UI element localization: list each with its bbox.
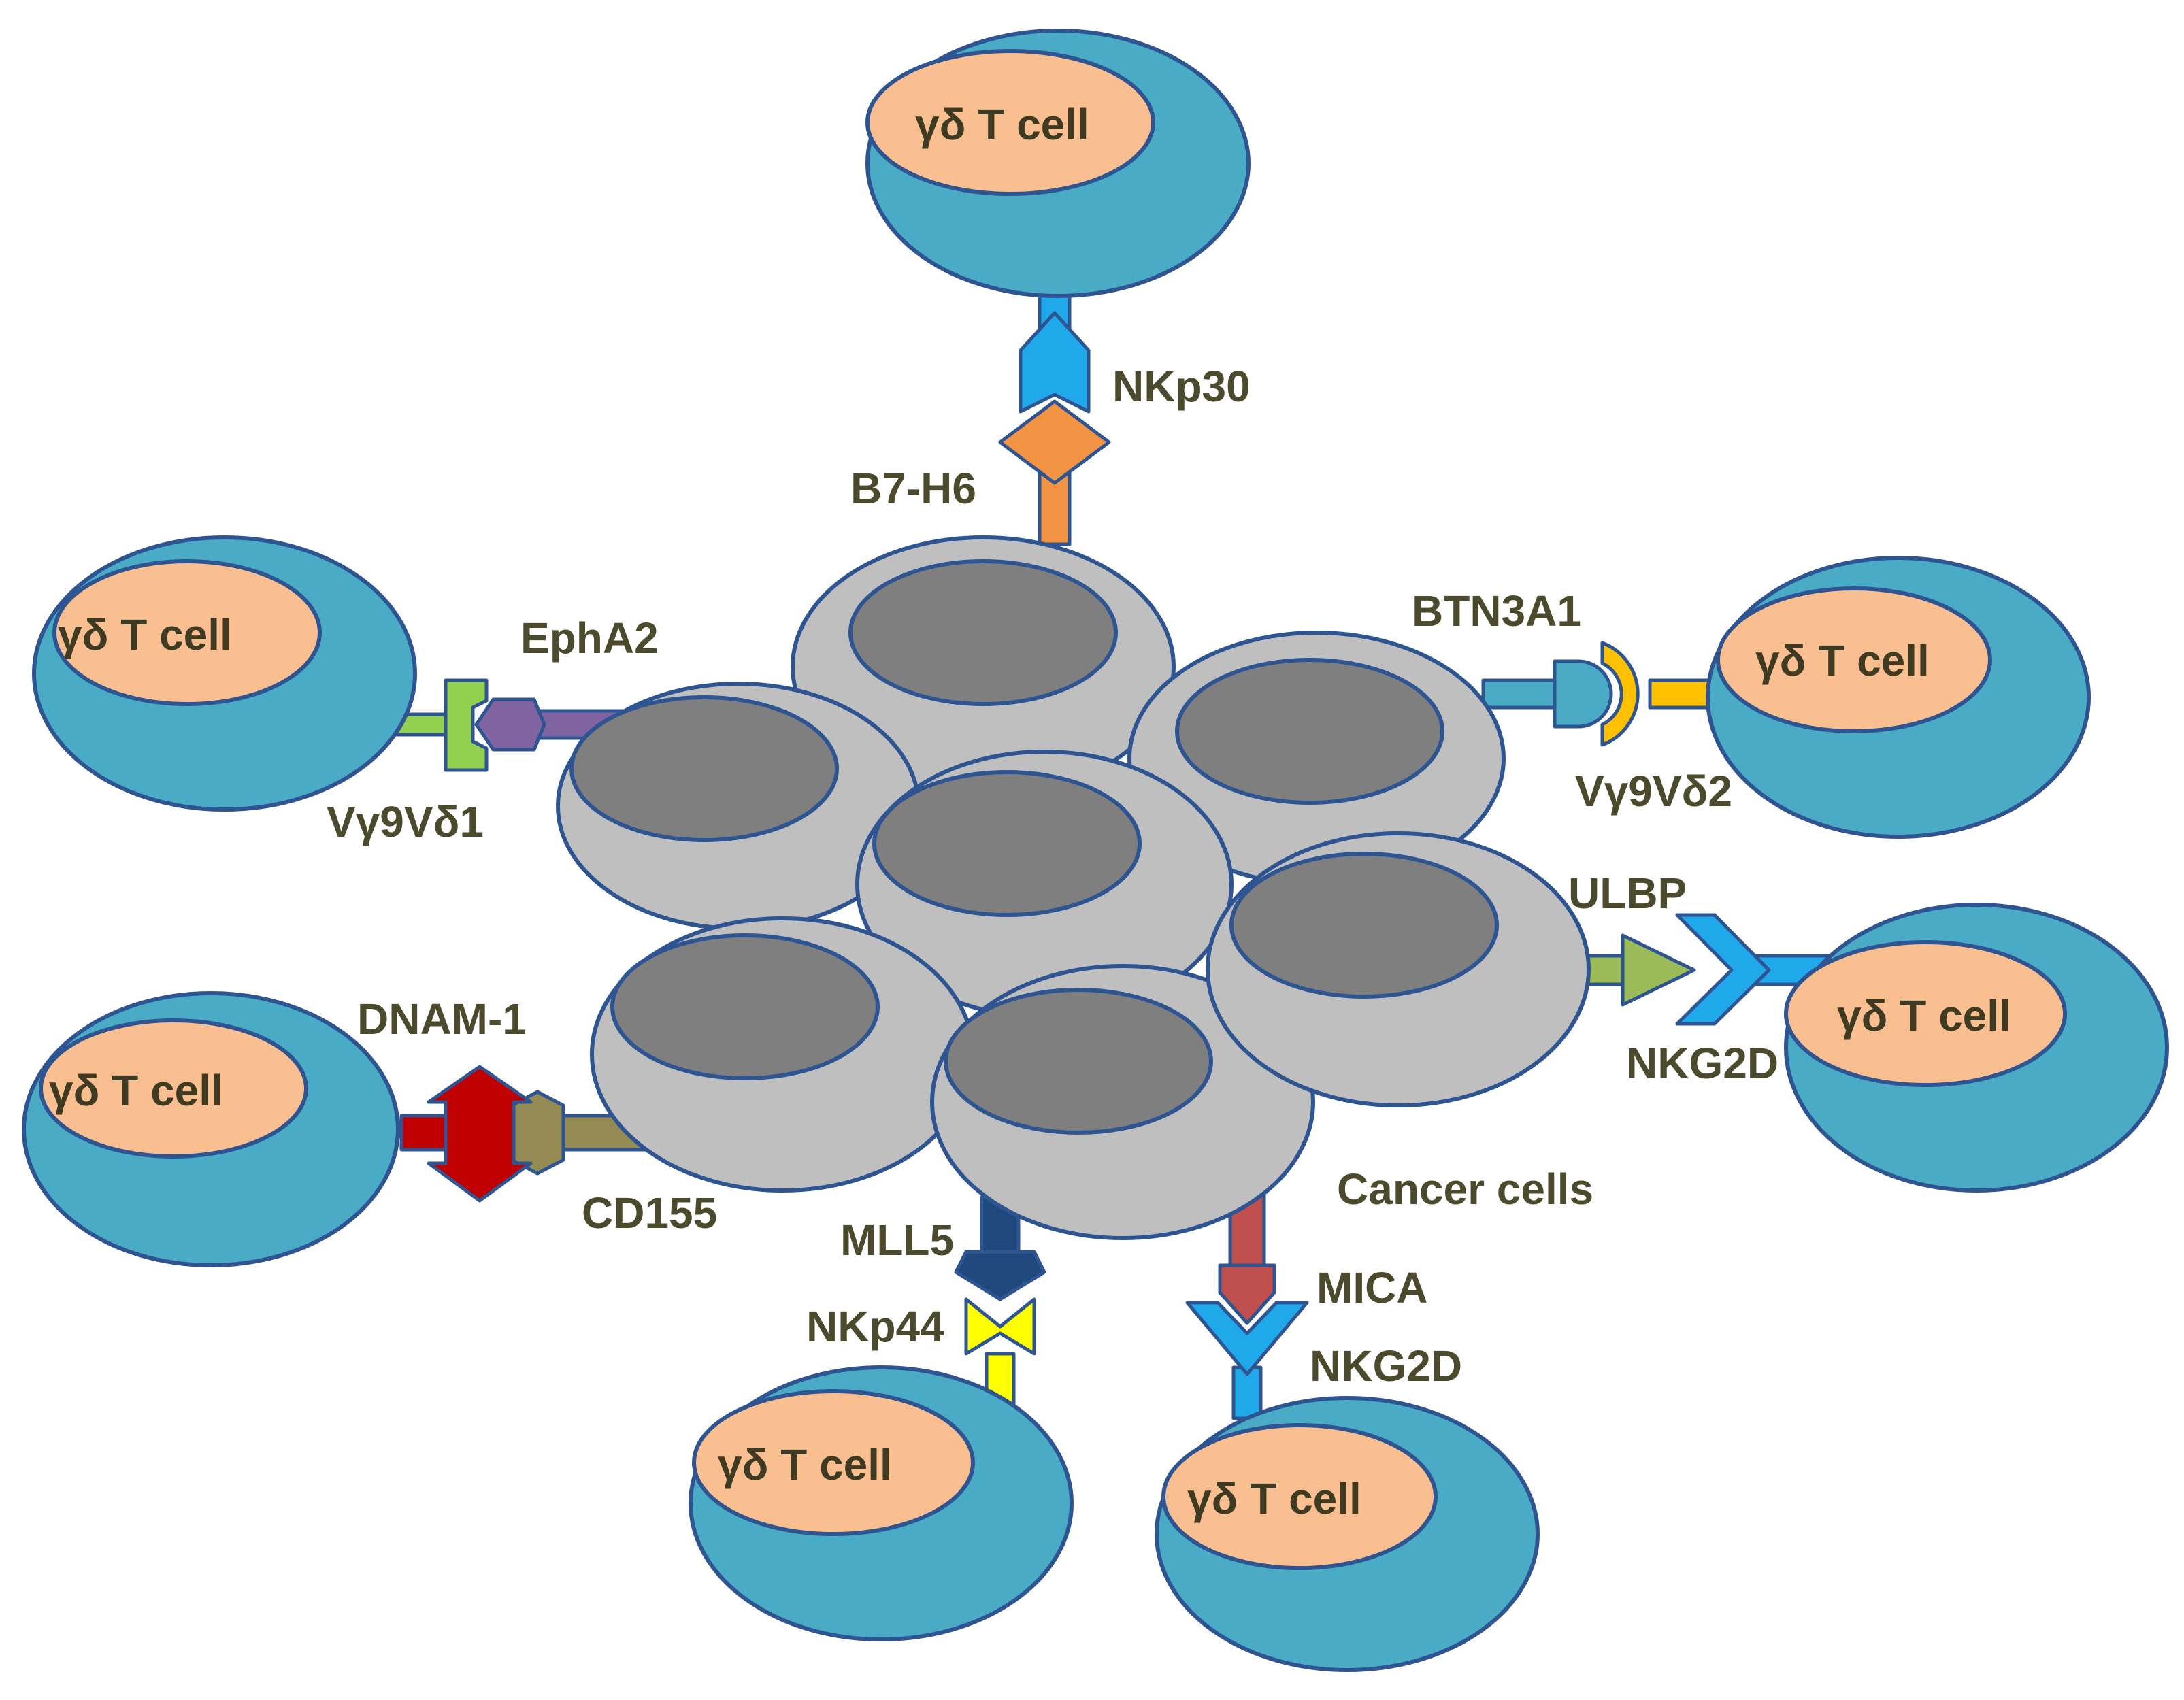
tcell-left: γδ T cell [32,535,417,812]
interaction-bottom-left [954,1195,1046,1407]
tcell-label: γδ T cell [1187,1474,1361,1523]
vg9vd1-receptor [444,678,489,772]
epha2-ligand [474,697,546,752]
tcell-bottom-left: γδ T cell [689,1365,1074,1641]
cancer-cell-nucleus [944,988,1213,1135]
cancer-cell [556,682,921,931]
dnam1-receptor [427,1065,533,1203]
cancer-cell-nucleus [872,770,1142,917]
cancer-cell-nucleus [610,933,880,1080]
label-epha2: EphA2 [520,614,659,663]
cancer-cell-nucleus [1229,852,1499,999]
b7h6-ligand [998,399,1111,485]
cancer-cell [930,964,1315,1240]
tcell-nucleus [52,559,322,706]
tcell-label: γδ T cell [718,1440,892,1489]
label-vg9vd2: Vγ9Vδ2 [1575,767,1732,816]
cancer-cell-nucleus [569,695,839,842]
label-ulbp: ULBP [1568,869,1687,918]
cancer-cell-nucleus [848,559,1118,706]
tcell-left-lower: γδ T cell [22,991,400,1267]
interaction-top [998,287,1111,546]
cancer-cell [590,916,975,1193]
mll5-ligand [954,1250,1046,1301]
tcell-label: γδ T cell [58,610,232,659]
cancer-cell [1206,831,1591,1107]
mica-ligand [1218,1263,1276,1325]
label-nkg2d-bottom: NKG2D [1310,1341,1462,1390]
label-nkp44: NKp44 [806,1302,944,1351]
nkg2d-bottom-receptor [1185,1301,1309,1376]
label-cd155: CD155 [582,1188,717,1237]
tcell-nucleus [1161,1423,1438,1570]
label-nkg2d-right: NKG2D [1626,1039,1778,1088]
cancer-cell [1127,631,1506,886]
btn3a1-stalk [1481,678,1560,710]
cancer-cell [855,750,1234,1019]
nkg2d-right-receptor [1675,913,1771,1026]
tcell-nucleus [39,1018,308,1159]
vg9vd2-stalk [1648,678,1713,710]
label-cancer-cells: Cancer cells [1337,1165,1593,1214]
ulbp-ligand [1621,933,1696,1007]
tcell-label: γδ T cell [49,1066,223,1115]
vg9vd2-receptor [1600,641,1640,747]
tcell-top: γδ T cell [865,29,1251,298]
tcell-nucleus [1716,586,1992,733]
tcell-nucleus [865,49,1155,196]
label-mll5: MLL5 [840,1216,954,1265]
tcell-nucleus [1784,940,2067,1087]
cancer-cell [791,535,1176,798]
label-vg9vd1: Vγ9Vδ1 [327,797,484,846]
btn3a1-ligand [1553,659,1613,729]
label-btn3a1: BTN3A1 [1412,586,1581,635]
nkp44-receptor [964,1297,1036,1356]
interaction-right-upper [1481,641,1713,747]
tcell-right-upper: γδ T cell [1706,556,2091,839]
tcell-right-lower: γδ T cell [1784,903,2169,1193]
tcell-label: γδ T cell [915,100,1089,149]
label-mica: MICA [1317,1263,1428,1312]
cd155-ligand [510,1090,565,1176]
nkp30-receptor [1019,311,1091,414]
tcell-label: γδ T cell [1837,991,2011,1040]
label-nkp30: NKp30 [1112,362,1251,411]
interaction-left-lower [399,1065,648,1203]
label-dnam1: DNAM-1 [357,995,527,1044]
tcell-label: γδ T cell [1755,636,1930,685]
label-b7h6: B7-H6 [850,464,976,513]
interaction-right-lower [1576,913,1839,1026]
tcell-nucleus [692,1389,975,1536]
cancer-cell-nucleus [1175,658,1444,805]
nkg2d-bottom-stalk [1231,1365,1263,1420]
tcell-bottom-right: γδ T cell [1155,1396,1540,1672]
cancer-cell-cluster [556,535,1591,1240]
